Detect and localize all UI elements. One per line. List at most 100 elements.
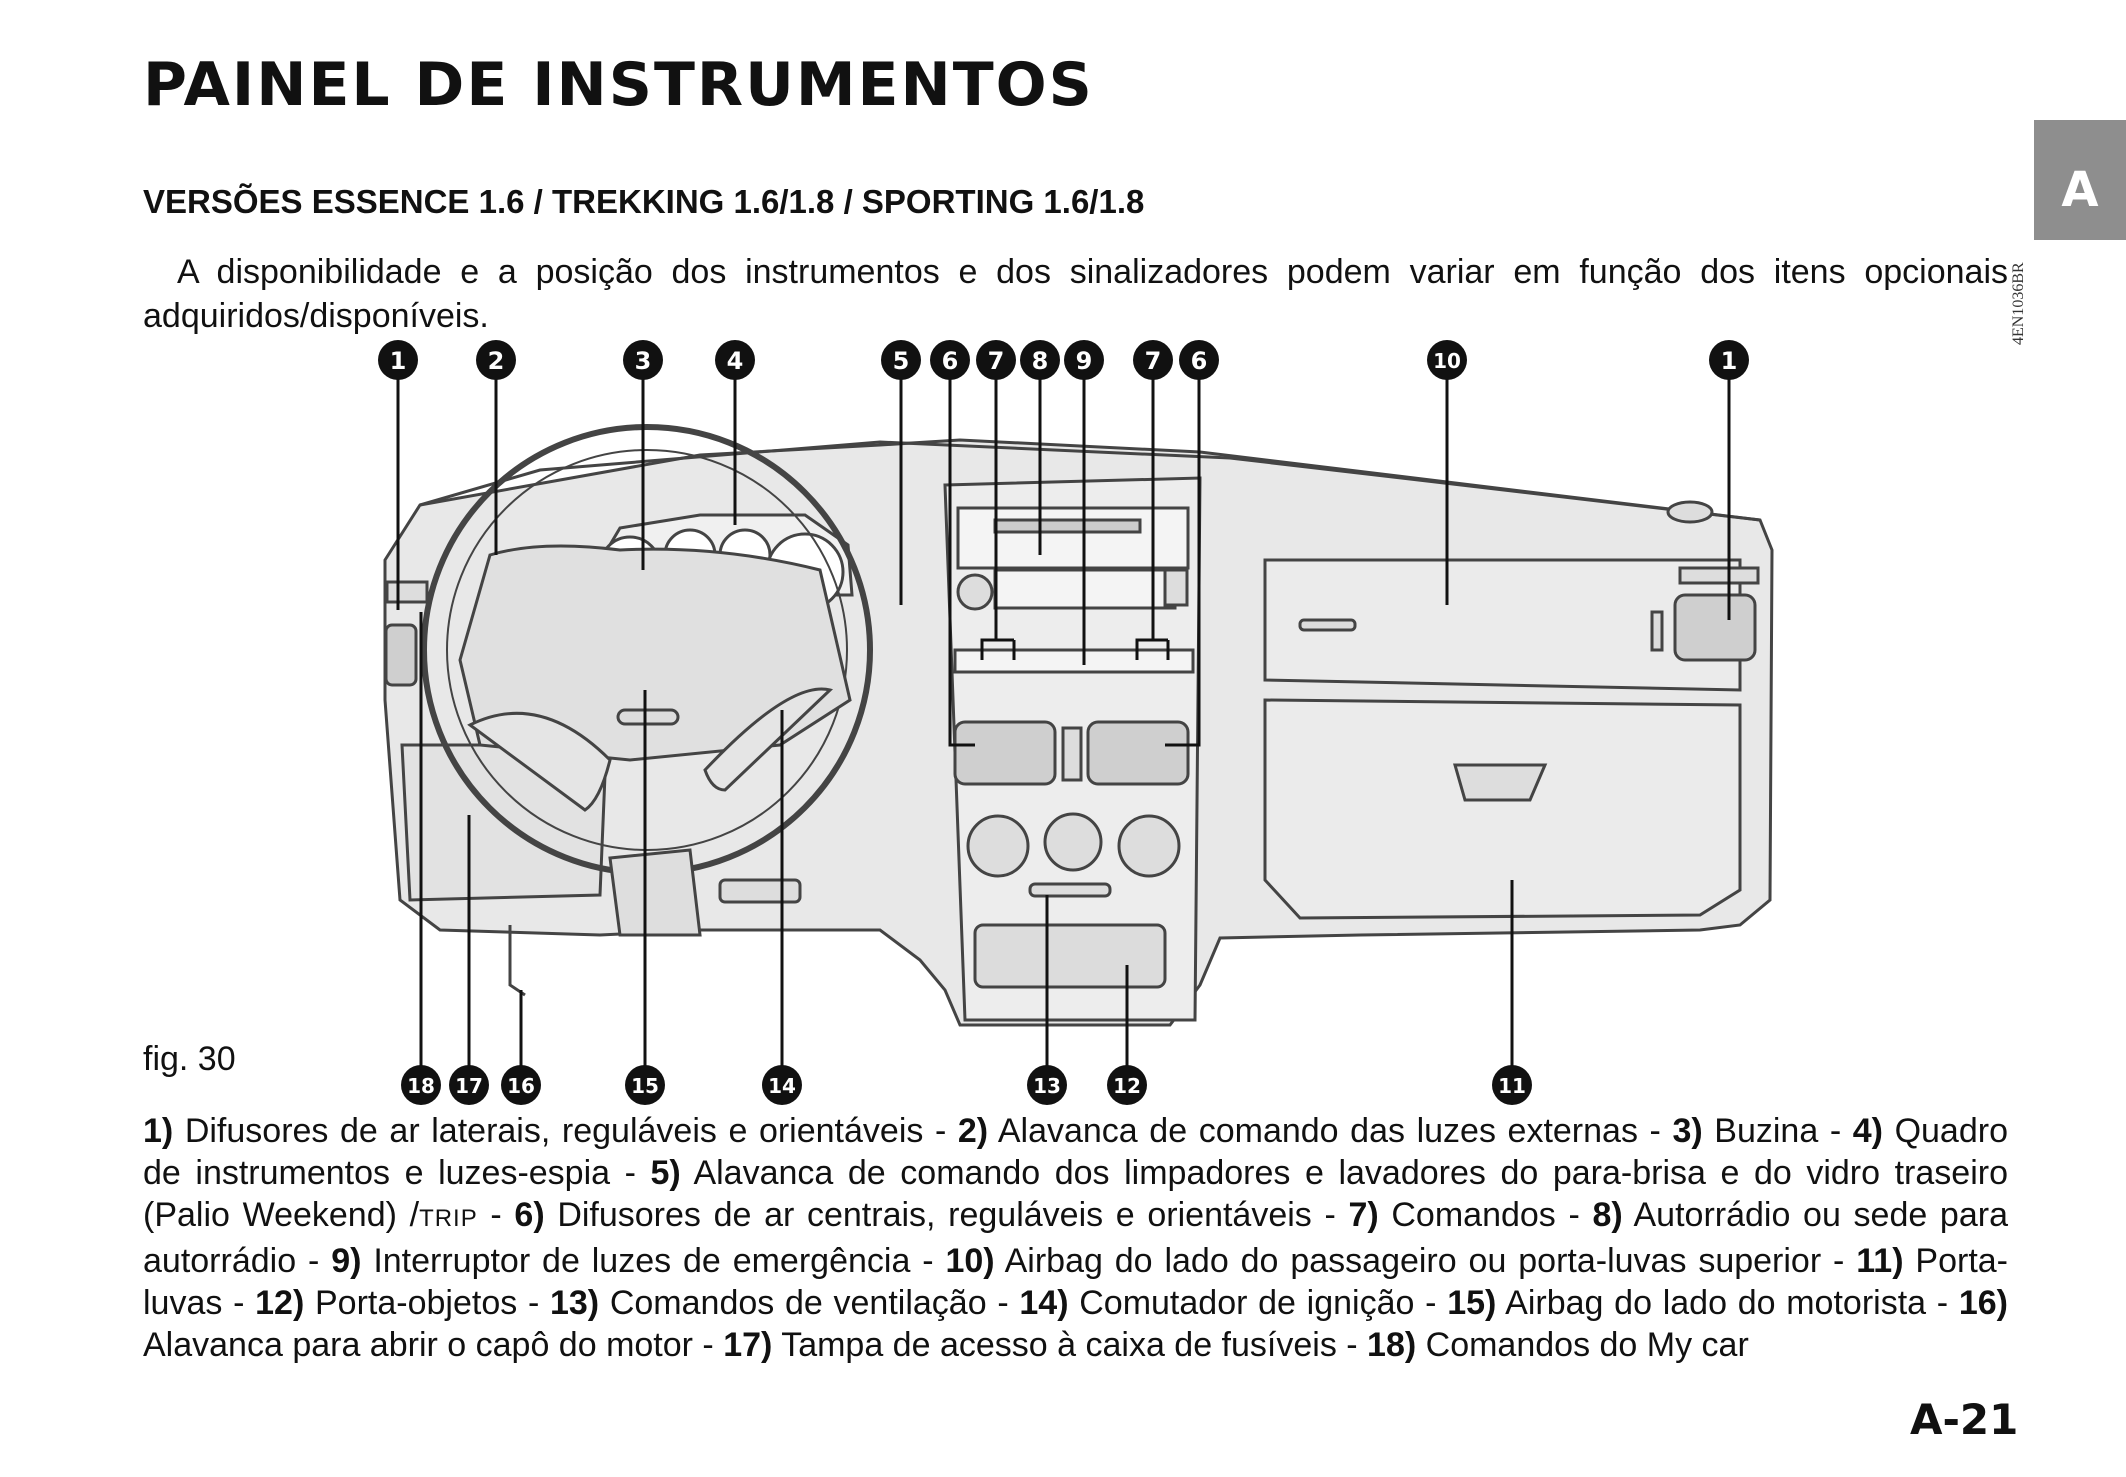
legend-text: Quadro de instrumentos e luzes-espia - xyxy=(143,1112,2008,1192)
callout-1b xyxy=(1709,340,1749,380)
temp-knob xyxy=(1117,814,1181,878)
central-vent-right xyxy=(1086,720,1190,786)
callout-12-label: 12 xyxy=(1113,1074,1141,1098)
legend-num: 1) xyxy=(143,1112,174,1150)
callout-13 xyxy=(1027,1065,1067,1105)
legend-text: Autorrádio ou sede para autorrádio - xyxy=(143,1196,2008,1280)
callout-2-label: 2 xyxy=(488,347,505,375)
callout-7 xyxy=(976,340,1016,380)
wheel-hub xyxy=(458,544,852,762)
callouts-top: 1 2 3 4 5 6 7 8 9 7 6 10 1 xyxy=(378,340,1749,380)
callout-5 xyxy=(881,340,921,380)
legend-text: Comandos do My car xyxy=(1425,1326,1749,1364)
callout-1 xyxy=(378,340,418,380)
legend-num: 11) xyxy=(1856,1242,1904,1280)
legend-text: Alavanca de comando dos limpadores e lav… xyxy=(143,1154,2008,1234)
callout-14-label: 14 xyxy=(768,1074,796,1098)
callout-9 xyxy=(1064,340,1104,380)
callout-11 xyxy=(1492,1065,1532,1105)
legend-text: Alavanca de comando das luzes externas - xyxy=(997,1112,1673,1150)
callout-6-label: 6 xyxy=(942,347,959,375)
legend-text: Interruptor de luzes de emergência - xyxy=(373,1242,946,1280)
intro-paragraph: A disponibilidade e a posição dos instru… xyxy=(143,253,2008,335)
legend-text: Tampa de acesso à caixa de fusíveis - xyxy=(781,1326,1368,1364)
callout-5-label: 5 xyxy=(893,347,910,375)
callout-13-label: 13 xyxy=(1033,1074,1061,1098)
storage-tray xyxy=(973,923,1167,989)
legend-num: 18) xyxy=(1367,1326,1417,1364)
callout-12 xyxy=(1107,1065,1147,1105)
legend-num: 6) xyxy=(514,1196,545,1234)
trip-label: TRIP xyxy=(419,1205,478,1232)
legend-text: Buzina - xyxy=(1714,1112,1853,1150)
callout-18-label: 18 xyxy=(407,1074,435,1098)
legend-num: 17) xyxy=(723,1326,773,1364)
callout-1b-label: 1 xyxy=(1721,347,1738,375)
legend-num: 15) xyxy=(1447,1284,1497,1322)
callout-2 xyxy=(476,340,516,380)
pedal xyxy=(718,878,802,904)
radio-knob xyxy=(956,573,994,611)
glovebox xyxy=(1263,698,1742,920)
callout-1-label: 1 xyxy=(390,347,407,375)
callout-7b xyxy=(1133,340,1173,380)
callout-14 xyxy=(762,1065,802,1105)
legend-num: 4) xyxy=(1852,1112,1883,1150)
legend-text: - xyxy=(477,1196,515,1234)
page-number: A-21 xyxy=(1910,1395,2019,1444)
callout-16-label: 16 xyxy=(507,1074,535,1098)
callout-15-label: 15 xyxy=(631,1074,659,1098)
figure-label: fig. 30 xyxy=(143,1040,236,1078)
callout-15 xyxy=(625,1065,665,1105)
callout-9-label: 9 xyxy=(1076,347,1093,375)
central-vent-left xyxy=(953,720,1057,786)
section-subtitle: VERSÕES ESSENCE 1.6 / TREKKING 1.6/1.8 /… xyxy=(143,183,1145,220)
legend-num: 9) xyxy=(331,1242,362,1280)
legend-text: Porta-objetos - xyxy=(315,1284,550,1322)
callout-18 xyxy=(401,1065,441,1105)
callout-10-label: 10 xyxy=(1433,349,1461,373)
callout-6b-label: 6 xyxy=(1191,347,1208,375)
callouts-bottom: 18 17 16 15 14 13 12 11 xyxy=(401,1065,1532,1105)
fan-knob xyxy=(966,814,1030,878)
legend-text: Airbag do lado do passageiro ou porta-lu… xyxy=(1004,1242,1857,1280)
callout-3-label: 3 xyxy=(635,347,652,375)
callout-17 xyxy=(449,1065,489,1105)
callout-8-label: 8 xyxy=(1032,347,1049,375)
legend-num: 8) xyxy=(1592,1196,1623,1234)
legend-text: Comandos - xyxy=(1391,1196,1593,1234)
legend-num: 5) xyxy=(650,1154,681,1192)
legend-text: Airbag do lado do motorista - xyxy=(1505,1284,1959,1322)
callout-7-label: 7 xyxy=(988,347,1005,375)
glovebox-handle xyxy=(1453,763,1548,802)
callout-lines xyxy=(396,360,1731,1085)
hood-lever xyxy=(508,925,526,997)
legend-num: 16) xyxy=(1958,1284,2008,1322)
legend-num: 12) xyxy=(255,1284,305,1322)
callout-7b-label: 7 xyxy=(1145,347,1162,375)
legend-num: 7) xyxy=(1348,1196,1379,1234)
callout-11-label: 11 xyxy=(1498,1074,1526,1098)
figure-legend: 1) Difusores de ar laterais, reguláveis … xyxy=(143,1110,2008,1366)
steering-column xyxy=(608,848,702,937)
page-title: PAINEL DE INSTRUMENTOS xyxy=(143,50,1094,120)
callout-3 xyxy=(623,340,663,380)
upper-glovebox xyxy=(1263,558,1742,692)
callout-8 xyxy=(1020,340,1060,380)
section-tab: A xyxy=(2034,120,2126,240)
callout-4 xyxy=(715,340,755,380)
callout-17-label: 17 xyxy=(455,1074,483,1098)
switch-row xyxy=(953,648,1195,674)
legend-text: Alavanca para abrir o capô do motor - xyxy=(143,1326,724,1364)
callout-6 xyxy=(930,340,970,380)
callout-4-label: 4 xyxy=(727,347,744,375)
legend-num: 13) xyxy=(549,1284,600,1322)
callout-10 xyxy=(1427,340,1467,380)
legend-num: 3) xyxy=(1672,1112,1703,1150)
right-side-vent xyxy=(1673,593,1757,662)
mode-knob xyxy=(1043,812,1103,872)
callout-6b xyxy=(1179,340,1219,380)
legend-text: Porta-luvas - xyxy=(143,1242,2008,1322)
legend-text: Comutador de ignição - xyxy=(1079,1284,1448,1322)
